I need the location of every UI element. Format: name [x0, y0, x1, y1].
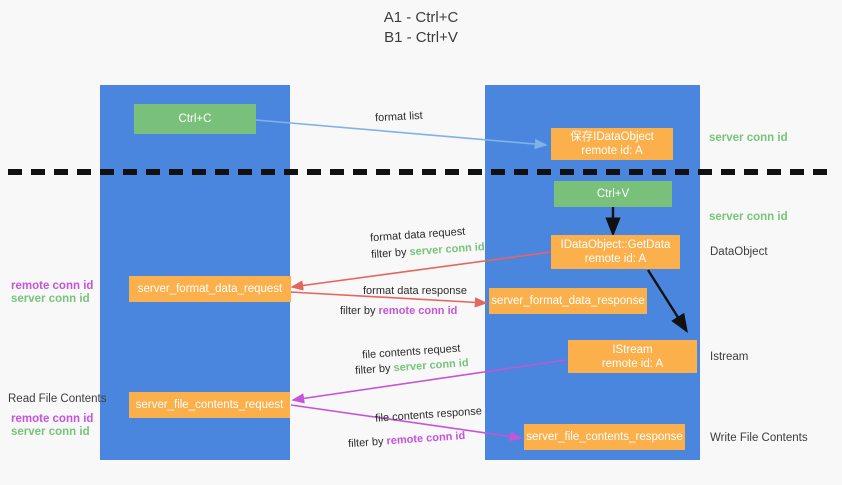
box-server-file-contents-request[interactable]: server_file_contents_request	[129, 392, 290, 418]
box-idataobject-getdata[interactable]: IDataObject::GetData remote id: A	[551, 235, 680, 269]
filter-prefix: filter by	[370, 246, 410, 261]
left-label-remote-conn-id-2: remote conn id	[11, 413, 94, 425]
edge-label-format-data-response-filter: filter by remote conn id	[340, 304, 457, 318]
left-label-server-conn-id-2: server conn id	[11, 426, 90, 438]
box-server-file-contents-response[interactable]: server_file_contents_response	[524, 424, 685, 450]
left-label-server-conn-id-1: server conn id	[11, 293, 90, 305]
right-label-write-file-contents: Write File Contents	[710, 432, 808, 444]
edge-label-format-list: format list	[374, 109, 423, 125]
right-label-server-conn-id-2: server conn id	[709, 211, 788, 223]
left-label-remote-conn-id-1: remote conn id	[11, 280, 94, 292]
box-server-format-data-request[interactable]: server_format_data_request	[129, 276, 291, 302]
left-label-read-file-contents: Read File Contents	[8, 393, 107, 405]
box-save-idataobject[interactable]: 保存IDataObject remote id: A	[551, 128, 673, 160]
box-istream[interactable]: IStream remote id: A	[568, 340, 697, 373]
filter-value-server-conn-id: server conn id	[393, 357, 469, 375]
box-ctrl-v[interactable]: Ctrl+V	[554, 181, 672, 207]
filter-prefix: filter by	[354, 362, 394, 377]
page-title: A1 - Ctrl+C B1 - Ctrl+V	[383, 9, 459, 46]
right-label-server-conn-id-1: server conn id	[709, 132, 788, 144]
edge-label-format-data-response: format data response	[363, 285, 467, 297]
right-label-istream: Istream	[710, 351, 749, 363]
filter-prefix: filter by	[340, 305, 379, 317]
right-label-data-object: DataObject	[710, 246, 768, 258]
edge-label-file-contents-response: file contents response	[374, 405, 483, 425]
filter-value-remote-conn-id: remote conn id	[378, 305, 458, 317]
box-server-format-data-response[interactable]: server_format_data_response	[489, 288, 647, 314]
edge-label-file-contents-response-filter: filter by remote conn id	[348, 429, 466, 451]
filter-value-remote-conn-id: remote conn id	[386, 429, 466, 448]
filter-value-server-conn-id: server conn id	[409, 241, 485, 259]
box-ctrl-c[interactable]: Ctrl+C	[134, 104, 256, 134]
filter-prefix: filter by	[347, 435, 387, 451]
